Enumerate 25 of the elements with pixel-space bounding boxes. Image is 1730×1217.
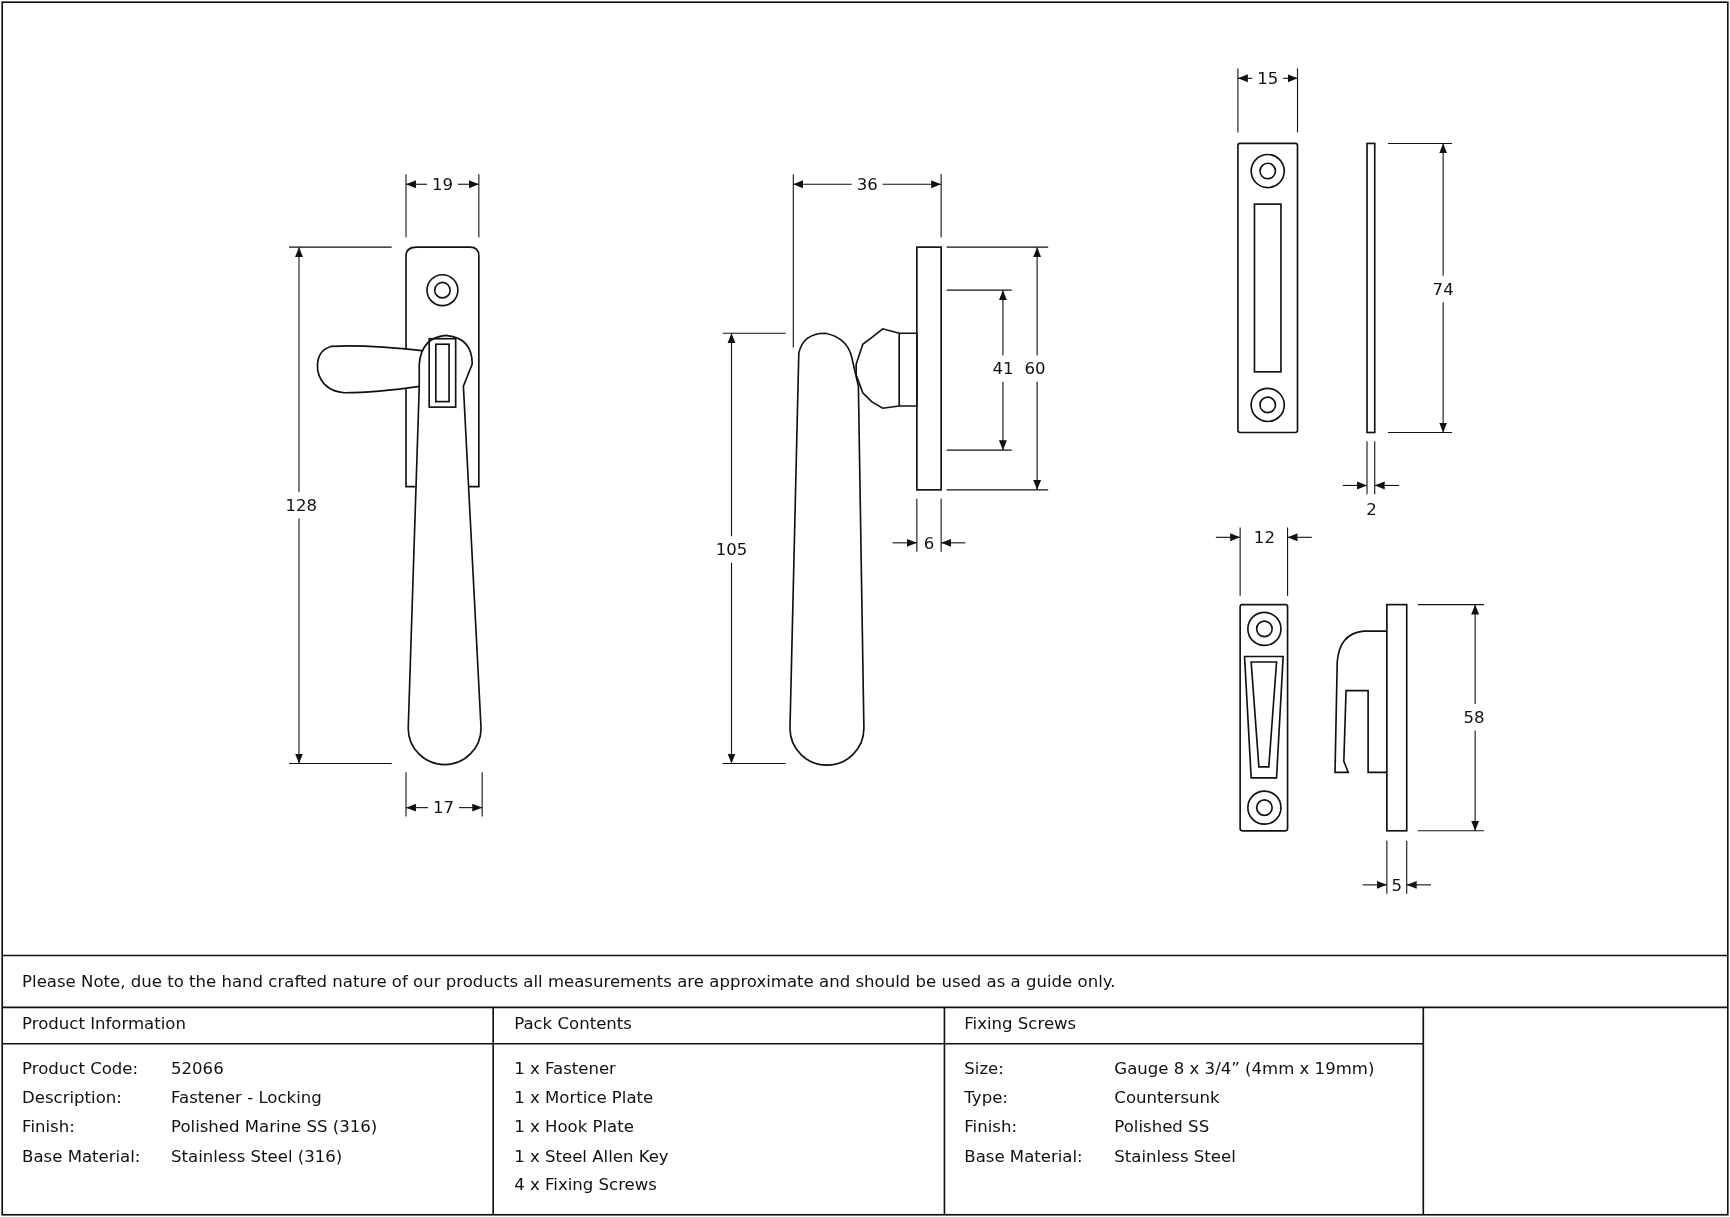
field-label: Finish: xyxy=(964,1116,1017,1137)
field-label: Base Material: xyxy=(964,1146,1083,1167)
field-label: Base Material: xyxy=(22,1146,141,1167)
field-value: Polished SS xyxy=(1114,1116,1210,1137)
column-heading: Fixing Screws xyxy=(964,1013,1077,1034)
field-label: Product Code: xyxy=(22,1058,139,1078)
field-value: Countersunk xyxy=(1114,1087,1220,1108)
field-value: Fastener - Locking xyxy=(171,1087,322,1108)
pack-item: 4 x Fixing Screws xyxy=(514,1175,657,1195)
field-value: Gauge 8 x 3/4” (4mm x 19mm) xyxy=(1114,1058,1375,1078)
field-value: Stainless Steel xyxy=(1114,1146,1236,1167)
pack-item: 1 x Fastener xyxy=(514,1058,616,1078)
pack-item: 1 x Steel Allen Key xyxy=(514,1146,669,1167)
field-value: Polished Marine SS (316) xyxy=(171,1116,378,1137)
pack-item: 1 x Mortice Plate xyxy=(514,1087,654,1108)
pack-item: 1 x Hook Plate xyxy=(514,1116,634,1137)
column-heading: Pack Contents xyxy=(514,1013,632,1034)
field-label: Size: xyxy=(964,1058,1004,1078)
field-value: Stainless Steel (316) xyxy=(171,1146,343,1167)
field-value: 52066 xyxy=(171,1058,224,1078)
field-label: Description: xyxy=(22,1087,122,1108)
field-label: Finish: xyxy=(22,1116,75,1137)
field-label: Type: xyxy=(964,1087,1008,1108)
column-heading: Product Information xyxy=(22,1013,186,1034)
note-text: Please Note, due to the hand crafted nature of our products all measurements are approximate and should be used as a guide only. xyxy=(22,972,1116,992)
